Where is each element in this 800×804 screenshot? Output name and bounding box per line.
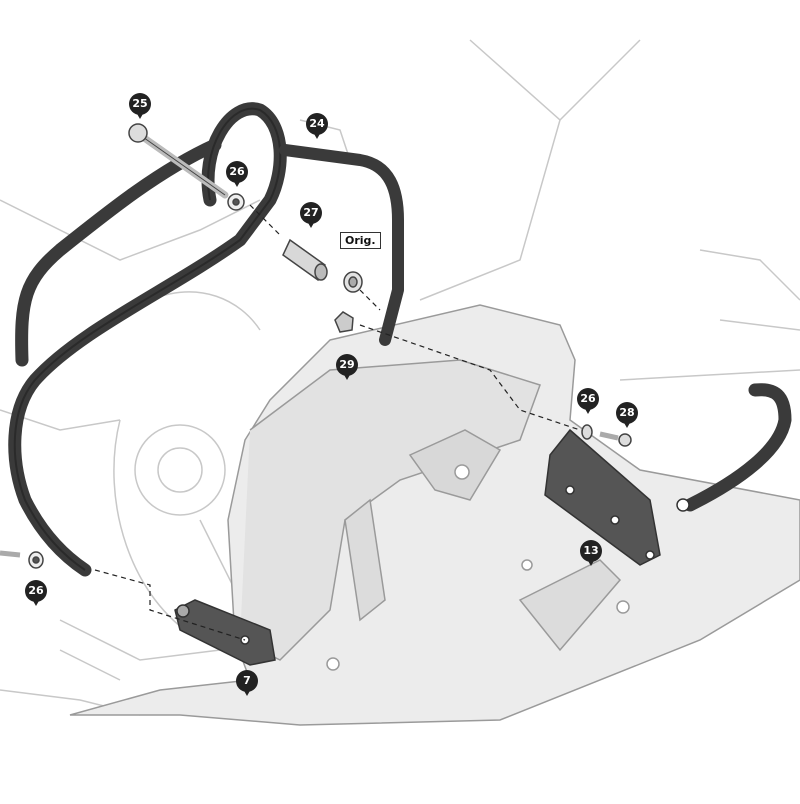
crash-bar-upper xyxy=(279,144,404,346)
callout-24: 24 xyxy=(306,113,328,139)
callout-26-left: 26 xyxy=(25,580,47,606)
callout-13: 13 xyxy=(580,540,602,566)
orig-label: Orig. xyxy=(340,232,381,249)
assembly-lines xyxy=(94,204,581,641)
crash-bar-right xyxy=(683,383,792,512)
callout-26-top: 26 xyxy=(226,161,248,187)
callout-26-right: 26 xyxy=(577,388,599,414)
callout-25: 25 xyxy=(129,93,151,119)
bracket-7 xyxy=(174,599,276,666)
callout-27: 27 xyxy=(300,202,322,228)
bracket-13 xyxy=(544,428,690,566)
skid-plate xyxy=(69,304,800,726)
callout-7: 7 xyxy=(236,670,258,696)
callout-29: 29 xyxy=(336,354,358,380)
callout-28: 28 xyxy=(616,402,638,428)
hardware xyxy=(0,123,632,569)
crash-bar-left-inner xyxy=(13,107,282,571)
